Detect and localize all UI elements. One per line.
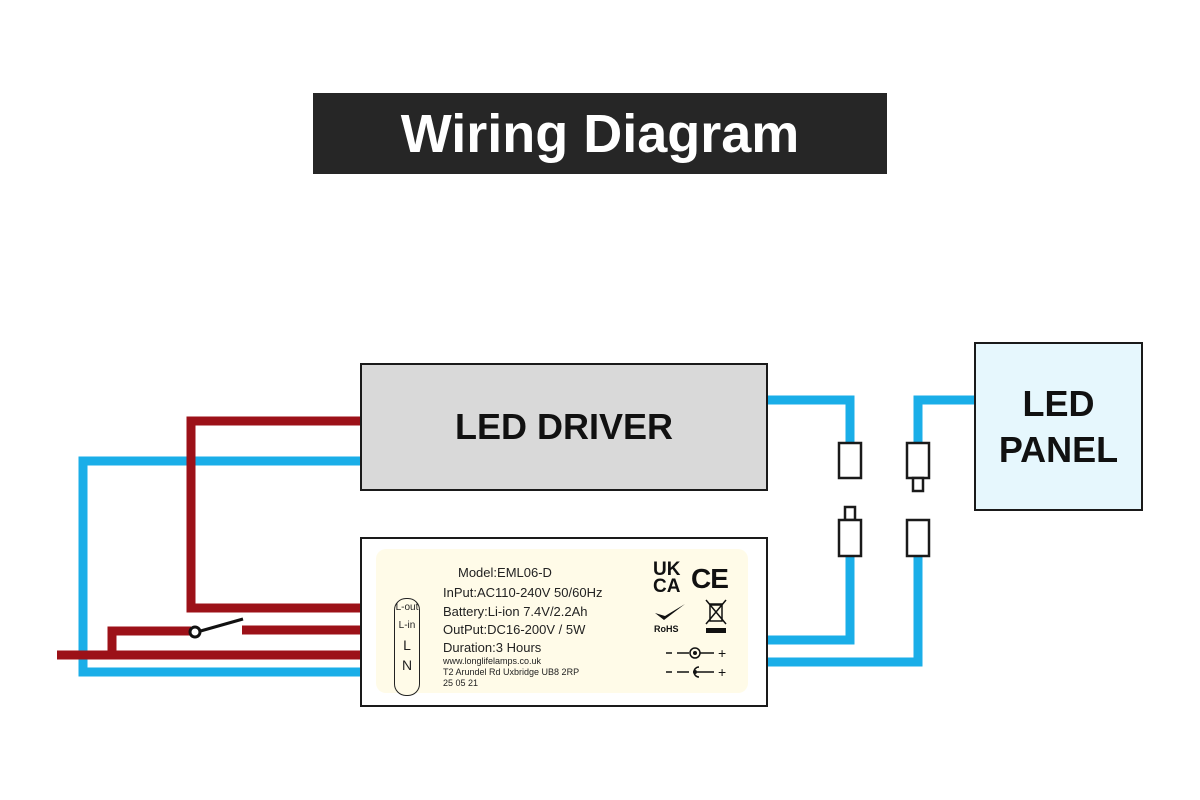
connector-panel-pin — [911, 476, 925, 493]
spec-battery: Battery:Li-ion 7.4V/2.2Ah — [443, 604, 588, 619]
spec-input: InPut:AC110-240V 50/60Hz — [443, 585, 603, 600]
terminal-n: N — [401, 657, 413, 673]
connector-module-out-1 — [837, 518, 863, 558]
terminal-block: L-out L-in L N — [394, 598, 420, 696]
ce-mark-icon: CE — [691, 563, 729, 594]
emergency-module-box: L-out L-in L N Model:EML06-D InPut:AC110… — [360, 537, 768, 707]
led-driver-box: LED DRIVER — [360, 363, 768, 491]
neutral-wire-module-out-2 — [766, 556, 923, 667]
terminal-l-in: L-in — [398, 620, 416, 631]
neutral-wire-panel-in — [913, 395, 976, 443]
product-label: L-out L-in L N Model:EML06-D InPut:AC110… — [376, 549, 748, 696]
spec-duration: Duration:3 Hours — [443, 640, 542, 655]
led-panel-label-line1: LED — [1022, 382, 1095, 424]
neutral-wire-driver-in — [78, 456, 360, 677]
spec-address: T2 Arundel Rd Uxbridge UB8 2RP — [443, 667, 580, 677]
connector-driver-out — [837, 441, 863, 480]
terminal-l-out: L-out — [395, 602, 419, 613]
connector-module-out-2 — [905, 518, 931, 558]
live-wire-switch-in — [107, 626, 360, 660]
polarity-plus-2: + — [718, 664, 727, 680]
weee-bin-icon — [705, 599, 727, 633]
polarity-plus-1: + — [718, 645, 727, 661]
connector-panel-top — [905, 441, 931, 480]
spec-website: www.longlifelamps.co.uk — [443, 656, 542, 666]
switch — [188, 617, 244, 639]
neutral-wire-module-out-1 — [766, 556, 855, 645]
ukca-bottom-text: CA — [653, 576, 681, 597]
live-wire-driver — [186, 416, 360, 613]
connector-module-pin — [843, 505, 857, 522]
spec-model: Model:EML06-D — [458, 565, 552, 580]
led-panel-box: LED PANEL — [974, 342, 1143, 511]
ukca-mark-icon: UK CA — [653, 559, 687, 597]
led-panel-label-line2: PANEL — [998, 428, 1119, 470]
spec-date-code: 25 05 21 — [443, 678, 479, 688]
terminal-l: L — [403, 637, 411, 653]
polarity-symbol-1-icon — [666, 647, 714, 659]
led-driver-label: LED DRIVER — [454, 406, 674, 447]
polarity-symbol-2-icon — [666, 666, 714, 678]
diagram-title: Wiring Diagram — [313, 93, 887, 174]
rohs-label: RoHS — [654, 624, 679, 634]
spec-output: OutPut:DC16-200V / 5W — [443, 622, 586, 637]
connectors — [837, 441, 931, 558]
neutral-wire-driver-out — [766, 395, 855, 443]
rohs-check-icon — [655, 604, 685, 620]
ukca-top-text: UK — [653, 559, 681, 580]
